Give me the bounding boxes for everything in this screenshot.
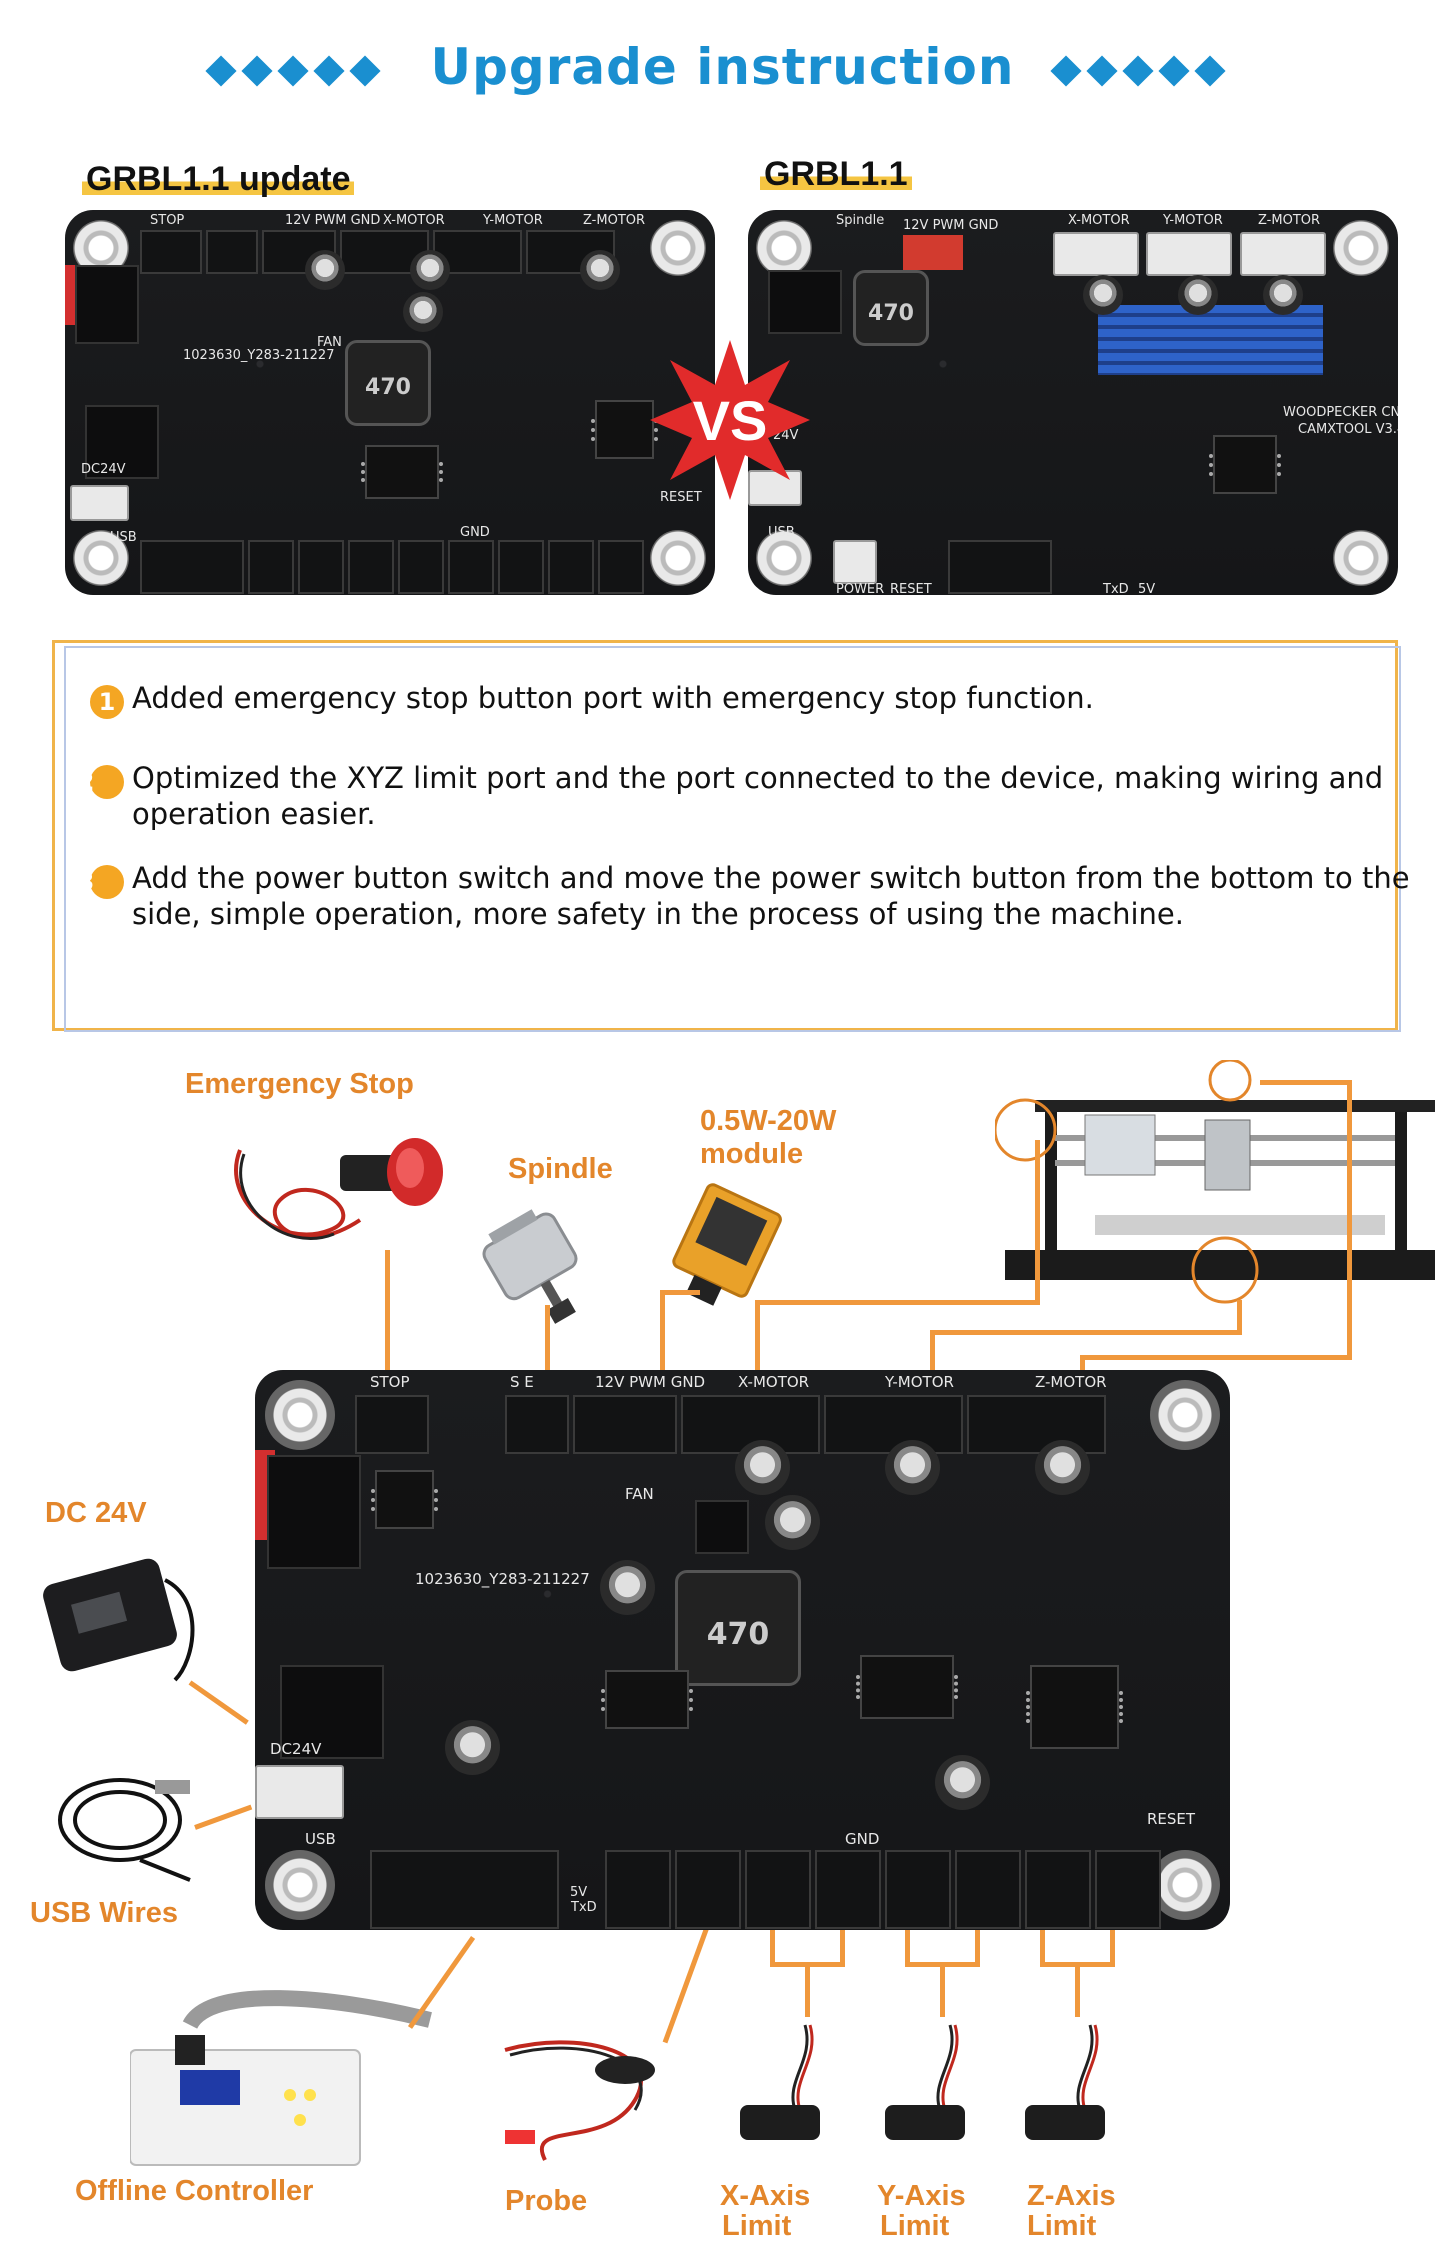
page-title: Upgrade instruction: [430, 38, 1015, 96]
left-board-label: GRBL1.1 update: [82, 160, 355, 199]
z-limit-label-line2: Limit: [1027, 2210, 1097, 2242]
y-limit-label-line2: Limit: [880, 2210, 950, 2242]
line-dc24v: [188, 1680, 249, 1725]
offline-controller-icon: [130, 1990, 432, 2166]
z-limit-switch-icon: [1025, 2024, 1105, 2140]
line-laser: [660, 1290, 665, 1380]
diamond-decoration-right: [1050, 55, 1226, 87]
spindle-motor-icon: [482, 1209, 578, 1324]
line-x-motor: [755, 1300, 760, 1380]
vs-badge: VS: [650, 340, 810, 500]
left-board-image: STOP 12V PWM GND X-MOTOR Y-MOTOR Z-MOTOR…: [65, 210, 715, 595]
usb-wires-label: USB Wires: [30, 1897, 179, 1929]
emergency-stop-button-icon: [234, 1138, 443, 1240]
emergency-stop-label: Emergency Stop: [185, 1068, 414, 1100]
main-board-image: STOP S E 12V PWM GND X-MOTOR Y-MOTOR Z-M…: [255, 1370, 1230, 1930]
x-limit-switch-icon: [740, 2024, 820, 2140]
line-y-motor: [930, 1330, 935, 1385]
probe-icon: [504, 2040, 655, 2161]
instruction-number-badge: 1: [90, 685, 124, 719]
z-limit-label-line1: Z-Axis: [1027, 2180, 1116, 2212]
instructions-box-frame: [52, 640, 1398, 1031]
instructions-box-inner-frame: [64, 646, 1401, 1032]
x-limit-label-line1: X-Axis: [720, 2180, 811, 2212]
laser-module-icon: [672, 1183, 782, 1306]
line-y-limit: [940, 1962, 945, 2017]
probe-label: Probe: [505, 2185, 588, 2217]
offline-controller-label: Offline Controller: [75, 2175, 314, 2207]
line-x-limit: [805, 1962, 810, 2017]
x-limit-label-line2: Limit: [722, 2210, 792, 2242]
line-emergency-stop: [385, 1250, 390, 1380]
y-limit-switch-icon: [885, 2024, 965, 2140]
header: Upgrade instruction: [0, 20, 1445, 120]
dc-power-adapter-icon: [43, 1558, 195, 1682]
usb-cable-icon: [58, 1778, 191, 1882]
laser-module-label-line2: module: [700, 1138, 804, 1170]
line-z-limit: [1075, 1962, 1080, 2017]
instruction-number-badge: 3: [78, 865, 124, 899]
spindle-label: Spindle: [508, 1153, 613, 1185]
laser-module-label-line1: 0.5W-20W: [700, 1105, 837, 1137]
line-spindle: [545, 1305, 550, 1380]
y-limit-label-line1: Y-Axis: [877, 2180, 966, 2212]
cnc-machine-icon: [995, 1060, 1435, 1304]
dc24v-label: DC 24V: [45, 1497, 147, 1529]
right-board-image: Spindle 12V PWM GND X-MOTOR Y-MOTOR Z-MO…: [748, 210, 1398, 595]
right-board-label: GRBL1.1: [760, 155, 912, 194]
instruction-number-badge: 2: [78, 765, 124, 799]
